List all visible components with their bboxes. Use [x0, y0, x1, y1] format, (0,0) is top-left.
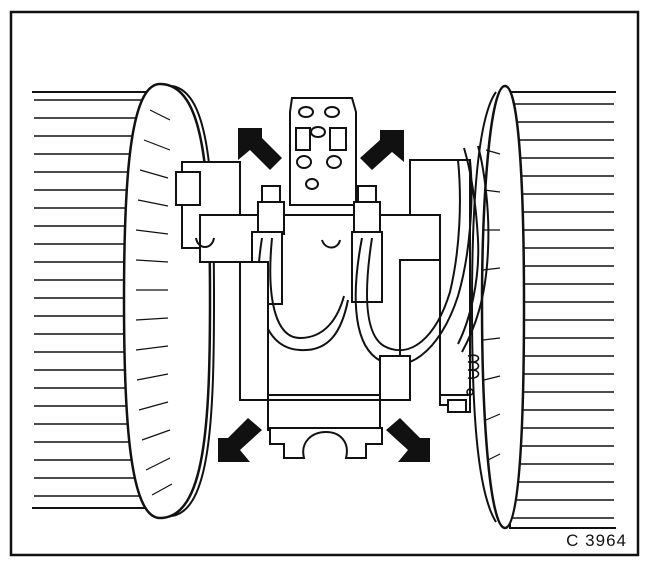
arrow-bottom-right: [386, 418, 430, 462]
mounting-legs: [239, 261, 411, 431]
connector-plug: [289, 97, 357, 206]
left-fan-cage: [32, 82, 216, 520]
wire-harness: [257, 145, 490, 366]
spring-detail: [466, 354, 480, 396]
arrow-top-right: [360, 130, 404, 170]
retaining-clip: [269, 427, 383, 459]
arrow-top-left: [238, 128, 282, 170]
right-fan-cage: [470, 84, 616, 530]
figure-frame: [9, 10, 640, 557]
figure-reference-code: C 3964: [566, 531, 627, 550]
arrow-bottom-left: [218, 418, 262, 462]
